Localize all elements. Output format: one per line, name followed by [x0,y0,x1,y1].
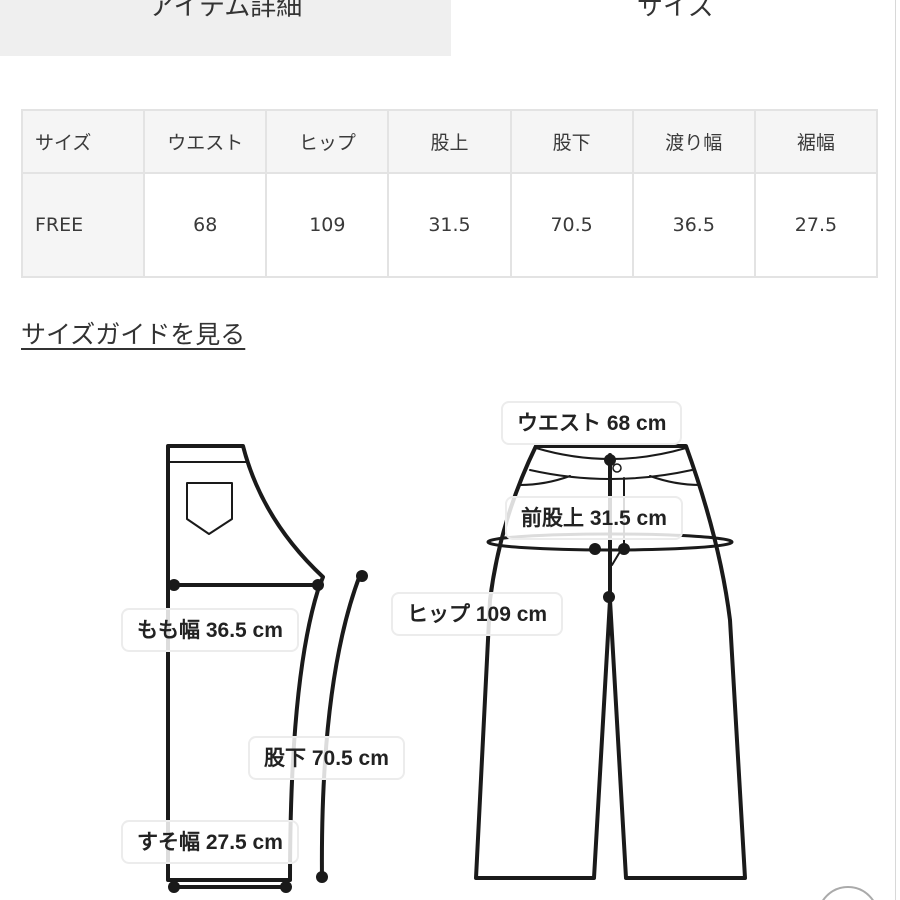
measure-points-side [168,570,368,893]
scrollbar-edge [895,0,896,900]
cell-thigh-width: 36.5 [631,172,756,278]
label-hem-width: すそ幅 27.5 cm [121,820,299,864]
size-guide-link[interactable]: サイズガイドを見る [21,320,246,349]
header-rise: 股上 [387,109,512,174]
table-header-row: サイズ ウエスト ヒップ 股上 股下 渡り幅 裾幅 [20,109,879,174]
label-hip: ヒップ 109 cm [391,592,564,636]
cell-waist: 68 [143,172,268,278]
measure-points-front [589,454,630,603]
header-inseam: 股下 [509,109,634,174]
tab-bar: アイテム詳細 サイズ [0,0,900,56]
size-diagram: ウエスト 68 cm 前股上 31.5 cm ヒップ 109 cm もも幅 36… [0,380,900,900]
label-thigh-width: もも幅 36.5 cm [121,608,299,652]
cell-size: FREE [20,172,146,278]
side-view-pants [166,444,362,889]
header-thigh-width: 渡り幅 [631,109,756,174]
header-hem-width: 裾幅 [753,109,879,174]
cell-rise: 31.5 [387,172,512,278]
label-waist: ウエスト 68 cm [501,401,683,445]
header-hip: ヒップ [265,109,390,174]
header-size: サイズ [20,109,146,174]
size-table: サイズ ウエスト ヒップ 股上 股下 渡り幅 裾幅 FREE 68 109 31… [20,109,879,278]
tab-size-label: サイズ [636,0,715,22]
cell-hip: 109 [265,172,390,278]
label-inseam: 股下 70.5 cm [248,736,405,780]
label-front-rise: 前股上 31.5 cm [505,496,683,540]
tab-item-details[interactable]: アイテム詳細 [0,0,451,56]
table-row: FREE 68 109 31.5 70.5 36.5 27.5 [20,172,879,278]
tab-size[interactable]: サイズ [451,0,900,56]
cell-inseam: 70.5 [509,172,634,278]
cell-hem-width: 27.5 [753,172,879,278]
header-waist: ウエスト [143,109,268,174]
tab-item-details-label: アイテム詳細 [148,0,303,22]
